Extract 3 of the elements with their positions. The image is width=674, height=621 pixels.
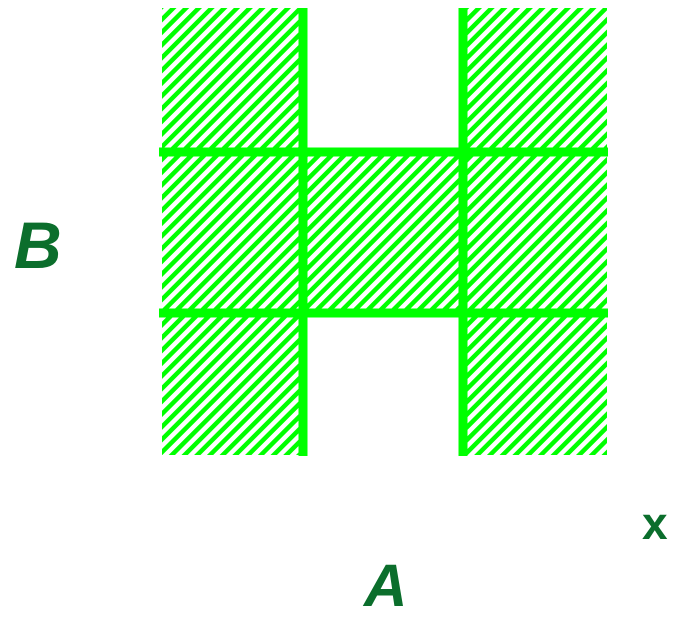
axis-label: B bbox=[14, 212, 62, 278]
axis-label: x bbox=[642, 500, 668, 546]
axis-label: A bbox=[364, 556, 408, 616]
